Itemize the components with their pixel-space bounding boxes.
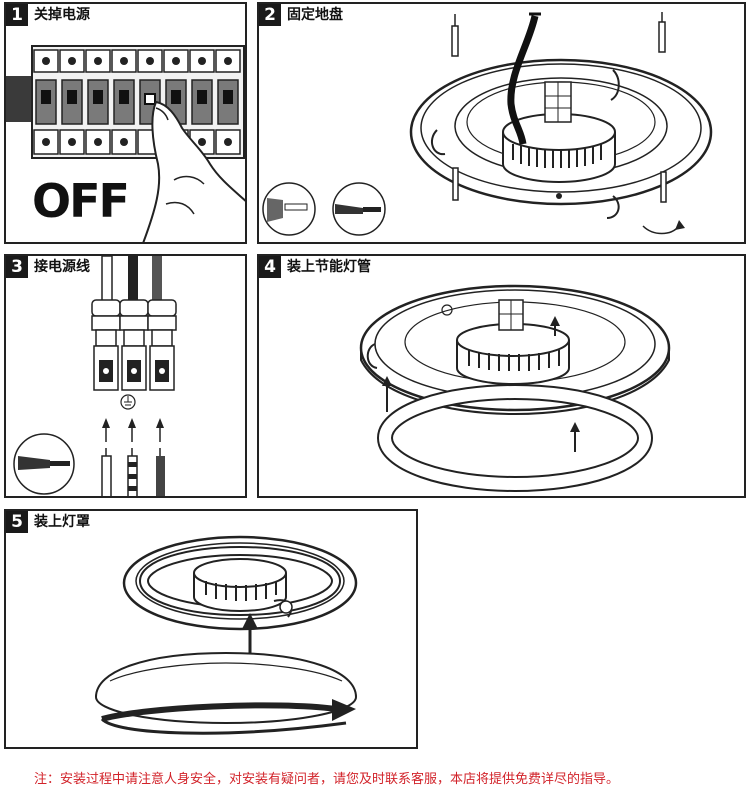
step-1-panel: 1 关掉电源 [4, 2, 247, 244]
step-5-panel: 5 装上灯罩 [4, 509, 418, 749]
step-2-panel: 2 固定地盘 [257, 2, 746, 244]
step-3-number: 3 [6, 256, 28, 278]
step-2-number: 2 [259, 4, 281, 26]
step-4-panel: 4 装上节能灯管 [257, 254, 746, 498]
step-5-title: 装上灯罩 [34, 514, 90, 530]
step-4-number: 4 [259, 256, 281, 278]
install-tube-illustration [359, 284, 671, 492]
step-4-title: 装上节能灯管 [287, 259, 371, 275]
step-2-title: 固定地盘 [287, 7, 343, 23]
breaker-switch-illustration [6, 45, 245, 242]
install-cover-illustration [95, 535, 358, 735]
step-1-number: 1 [6, 4, 28, 26]
step-3-title: 接电源线 [34, 259, 90, 275]
off-label: OFF [32, 174, 130, 228]
step-1-title: 关掉电源 [34, 7, 90, 23]
connect-wires-illustration [13, 256, 177, 496]
fix-base-illustration [262, 12, 713, 236]
step-3-panel: 3 接电源线 [4, 254, 247, 498]
step-5-number: 5 [6, 511, 28, 533]
safety-note: 注：安装过程中请注意人身安全，对安装有疑问者，请您及时联系客服，本店将提供免费详… [34, 772, 620, 787]
